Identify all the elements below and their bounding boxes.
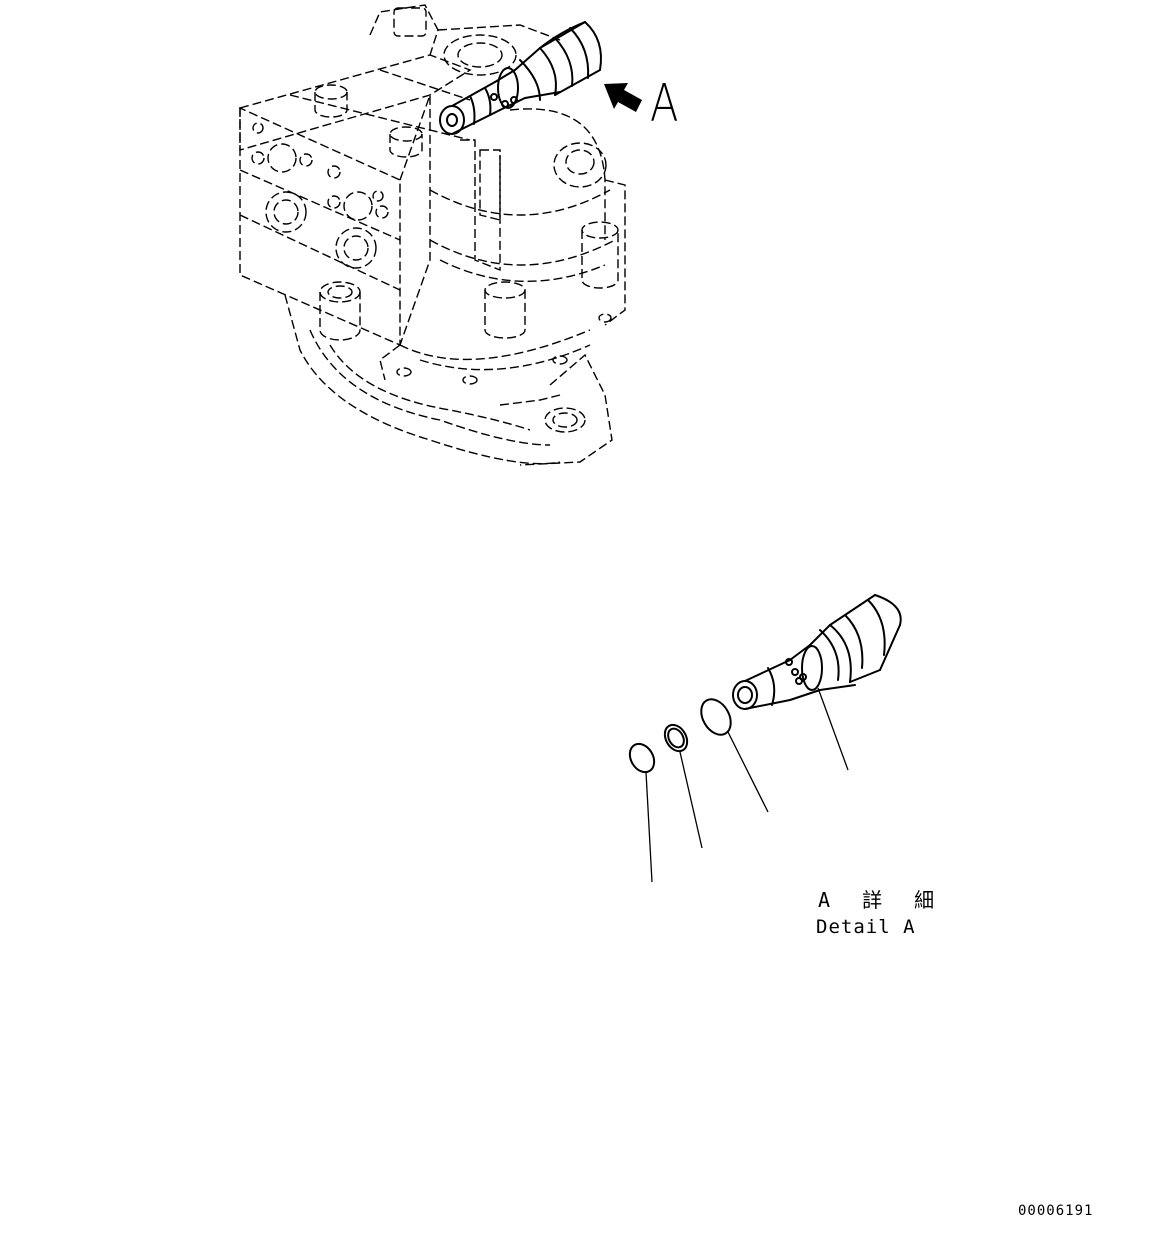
valve-cartridge-icon [732,594,902,771]
plug-icon [628,742,656,883]
installed-valve-cartridge-icon [439,21,602,135]
view-arrow-icon [604,83,642,112]
view-letter-a: A [650,74,679,134]
drawing-number: 00006191 [1018,1203,1094,1219]
backup-ring-icon [663,723,703,849]
detail-caption-japanese: A 詳 細 [818,888,945,912]
motor-assembly-icon [239,4,626,466]
o-ring-large-icon [700,698,769,813]
detail-caption-english: Detail A [816,916,916,938]
